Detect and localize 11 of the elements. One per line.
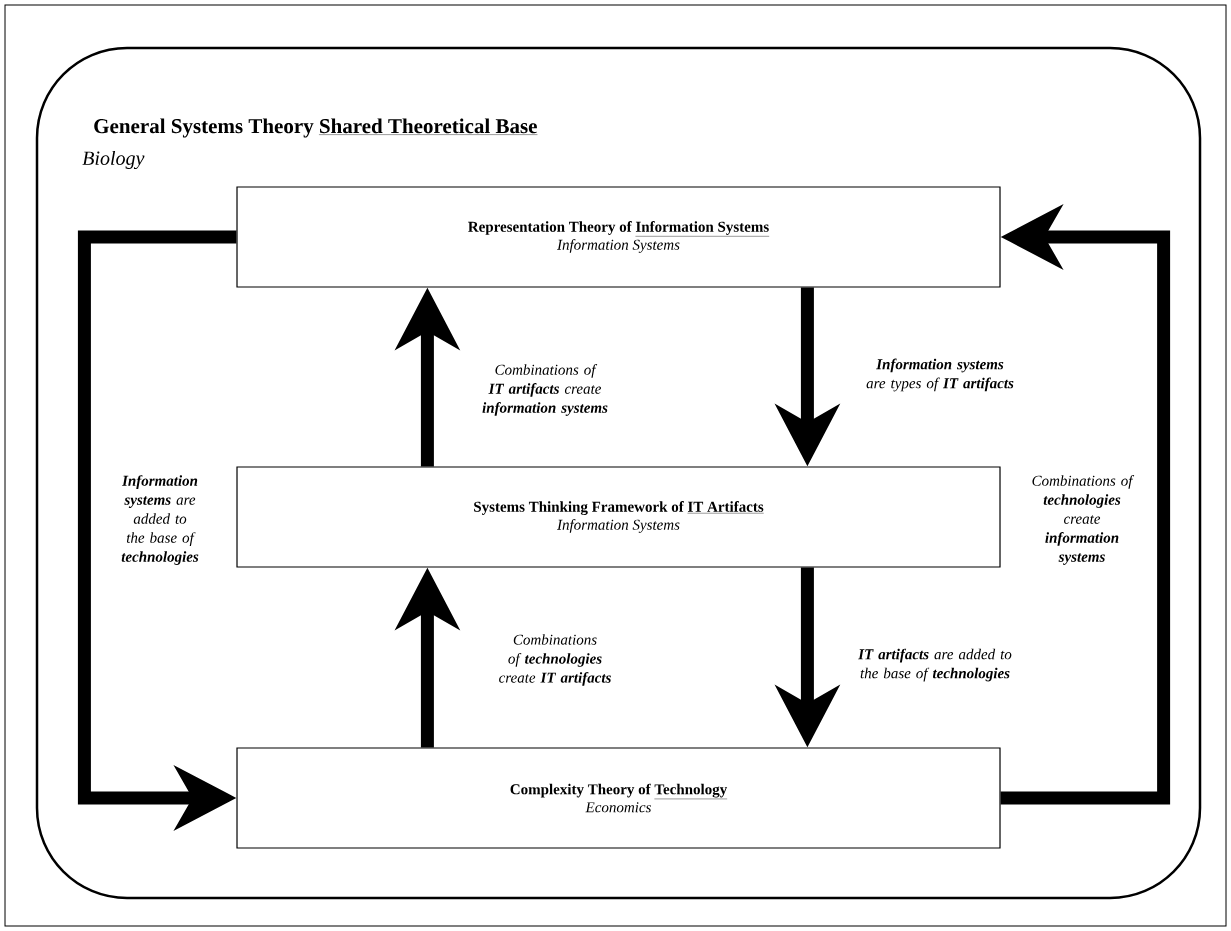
- edge-label: Combinations of IT artifacts create information systems: [482, 364, 608, 416]
- theory-box: Complexity Theory of Technology Economics: [236, 747, 1001, 849]
- theory-box: Representation Theory of Information Systems Information Systems: [236, 186, 1001, 288]
- edge-label: Information systems are added to the base of technologies: [121, 475, 199, 565]
- theory-box: Systems Thinking Framework of IT Artifacts Information Systems: [236, 466, 1001, 568]
- edge-label: Combinations of technologies create IT artifacts: [499, 634, 611, 686]
- edge-label: Information systems are types of IT artifacts: [866, 358, 1014, 392]
- edge-label: IT artifacts are added to the base of technologies: [858, 648, 1012, 682]
- heading: General Systems Theory Shared Theoretical Base: [94, 118, 538, 138]
- subheading: Biology: [82, 150, 145, 170]
- edge-label: Combinations of technologies create information systems: [1032, 475, 1135, 565]
